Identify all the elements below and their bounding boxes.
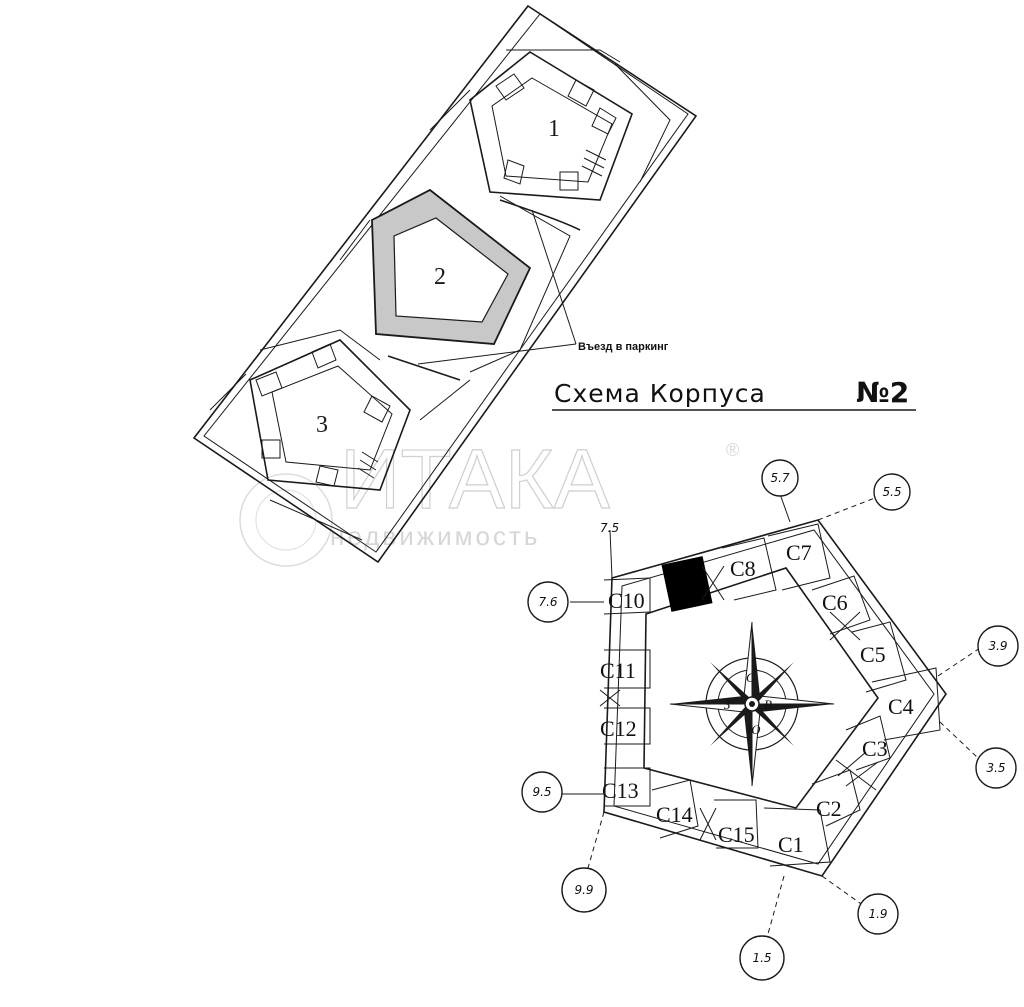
section-c1: С1 xyxy=(778,832,804,857)
site-building-3: 3 xyxy=(249,339,411,491)
section-c3: С3 xyxy=(862,736,888,761)
section-c11: С11 xyxy=(600,658,636,683)
svg-text:5.5: 5.5 xyxy=(882,485,901,499)
scheme-title-number: №2 xyxy=(856,376,909,409)
section-c12: С12 xyxy=(600,716,637,741)
marker-9-9: 9.9 xyxy=(561,867,607,913)
svg-text:9.5: 9.5 xyxy=(532,785,551,799)
marker-7-6: 7.6 xyxy=(527,581,569,623)
highlighted-unit xyxy=(661,556,713,612)
marker-7-5: 7.5 xyxy=(600,521,619,535)
svg-text:1.9: 1.9 xyxy=(868,907,887,921)
site-boundary xyxy=(192,4,698,564)
site-building-2: 2 xyxy=(371,188,532,345)
marker-1-5: 1.5 xyxy=(739,935,785,981)
watermark-registered: ® xyxy=(726,440,739,460)
watermark: ИТАКА ® недвижимость xyxy=(239,431,739,567)
section-c4: С4 xyxy=(888,694,914,719)
section-c6: С6 xyxy=(822,590,848,615)
parking-ramp-upper xyxy=(499,199,581,231)
section-c8: С8 xyxy=(730,556,756,581)
floor-plan-courtyard xyxy=(643,567,879,809)
marker-5-7: 5.7 xyxy=(761,459,799,497)
marker-3-9: 3.9 xyxy=(977,625,1019,667)
axis-markers: 5.7 5.5 7.5 7.6 3.9 3.5 9.5 9.9 1.9 1.5 xyxy=(521,459,1019,981)
section-c14: С14 xyxy=(656,802,693,827)
compass-east: В xyxy=(764,697,772,712)
section-c5: С5 xyxy=(860,642,886,667)
section-c15: С15 xyxy=(718,822,755,847)
svg-text:7.5: 7.5 xyxy=(600,521,619,535)
parking-entrance-callout: Въезд в паркинг xyxy=(578,341,669,353)
marker-5-5: 5.5 xyxy=(873,473,911,511)
svg-text:3.5: 3.5 xyxy=(986,761,1005,775)
compass-west: З xyxy=(724,697,731,712)
watermark-tagline: недвижимость xyxy=(330,521,540,551)
svg-text:7.6: 7.6 xyxy=(538,595,557,609)
scheme-title: Схема Корпуса №2 xyxy=(552,376,916,411)
floor-plan-outer-wall xyxy=(603,519,947,877)
section-c10: С10 xyxy=(608,588,645,613)
site-building-1: 1 xyxy=(469,51,633,201)
svg-text:3.9: 3.9 xyxy=(988,639,1007,653)
site-building-1-label: 1 xyxy=(548,116,560,142)
section-c2: С2 xyxy=(816,796,842,821)
site-plan: 1 2 3 Въезд в паркинг xyxy=(192,4,698,564)
parking-ramp-lower xyxy=(387,355,461,381)
svg-text:9.9: 9.9 xyxy=(574,883,593,897)
section-c13: С13 xyxy=(602,778,639,803)
marker-1-9: 1.9 xyxy=(857,893,899,935)
svg-text:1.5: 1.5 xyxy=(752,951,771,965)
site-building-3-label: 3 xyxy=(316,412,328,438)
compass-north: С xyxy=(746,670,755,685)
watermark-logo-icon xyxy=(239,473,333,567)
watermark-brand: ИТАКА xyxy=(340,432,610,526)
scheme-title-text: Схема Корпуса xyxy=(554,379,766,408)
marker-9-5: 9.5 xyxy=(521,771,563,813)
site-building-2-label: 2 xyxy=(434,264,446,290)
marker-3-5: 3.5 xyxy=(975,747,1017,789)
svg-text:5.7: 5.7 xyxy=(770,471,789,485)
section-c7: С7 xyxy=(786,540,812,565)
compass-rose-icon: С З В Ю xyxy=(669,621,835,787)
section-labels: С1 С2 С3 С4 С5 С6 С7 С8 С10 С11 С12 С13 … xyxy=(600,540,914,857)
compass-south: Ю xyxy=(746,722,761,737)
floor-plan: С З В Ю С1 С2 С3 С4 С5 С6 С7 С8 С10 С11 … xyxy=(521,459,1019,981)
